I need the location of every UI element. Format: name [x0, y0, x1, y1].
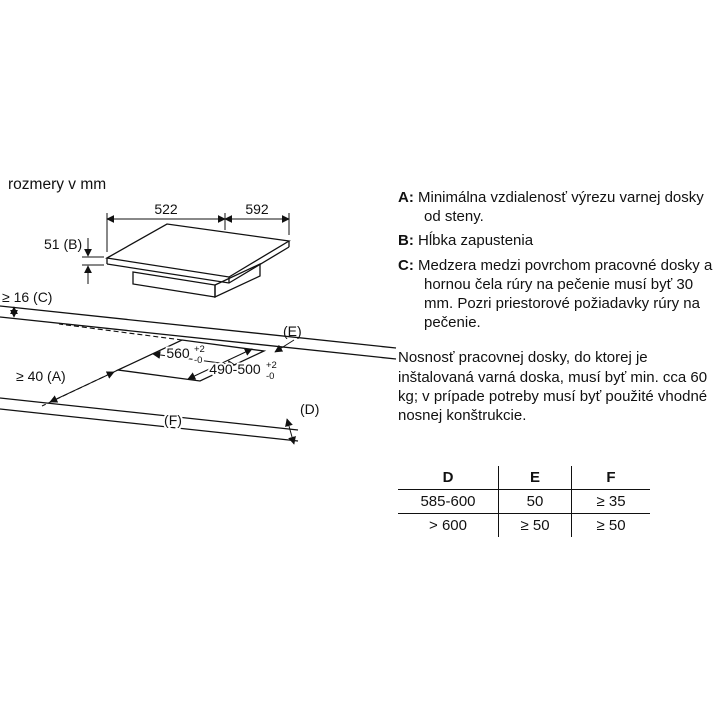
installation-diagram: 522 592 51 (B) ≥ 16 (C) ≥ 40 (A) (E): [0, 201, 397, 445]
load-capacity-note: Nosnosť pracovnej dosky, do ktorej je in…: [398, 349, 708, 424]
worktop-front-edge: [0, 397, 299, 442]
cell-e2: ≥ 50: [498, 513, 572, 537]
cutout-width-label: 560: [166, 345, 190, 361]
page-title: rozmery v mm: [8, 176, 107, 193]
cell-f1: ≥ 35: [571, 489, 650, 514]
dim-b-label: 51 (B): [44, 236, 82, 252]
cutout-depth-tol-up: +2: [266, 360, 277, 371]
col-header-e: E: [498, 466, 572, 490]
note-a: A: Minimálna vzdialenosť výrezu varnej d…: [398, 188, 716, 226]
col-header-d: D: [398, 466, 499, 490]
table-header-row: D E F: [398, 466, 650, 490]
dim-b: 51 (B): [44, 236, 104, 284]
dim-a-label: ≥ 40 (A): [16, 368, 66, 384]
dim-cutout-depth: 490-500 +2 -0: [187, 348, 279, 384]
dim-a: ≥ 40 (A): [16, 368, 115, 403]
note-b-label: B:: [398, 232, 414, 250]
note-a-label: A:: [398, 189, 414, 206]
dim-d-label: (D): [300, 401, 319, 417]
cutout-width-tol-down: -0: [194, 355, 202, 366]
dim-f-label: (F): [164, 412, 182, 428]
cell-d2: > 600: [398, 513, 499, 537]
worktop-rear-edge: [0, 305, 397, 360]
cutout-depth-tol-down: -0: [266, 371, 274, 382]
table-row: > 600 ≥ 50 ≥ 50: [398, 513, 650, 537]
table-row: 585-600 50 ≥ 35: [398, 489, 650, 514]
dim-width-label: 592: [245, 201, 269, 217]
notes-panel: A: Minimálna vzdialenosť výrezu varnej d…: [398, 188, 716, 425]
cutout-outline: [115, 339, 267, 382]
col-header-f: F: [571, 466, 650, 490]
note-b-text: Hĺbka zapustenia: [418, 232, 534, 250]
dimension-table: D E F 585-600 50 ≥ 35 > 600 ≥ 50 ≥ 50: [398, 466, 650, 537]
dim-depth-label: 522: [154, 201, 178, 217]
note-b: B: Hĺbka zapustenia: [398, 231, 716, 250]
cutout-depth-label: 490-500: [209, 361, 261, 377]
cell-d1: 585-600: [398, 489, 499, 514]
note-c-label: C:: [398, 256, 414, 274]
top-dimensions: 522 592: [106, 201, 290, 252]
note-a-text: Minimálna vzdialenosť výrezu varnej dosk…: [418, 189, 704, 226]
cutout-width-tol-up: +2: [194, 344, 205, 355]
dim-e-label: (E): [283, 323, 302, 339]
note-c-text: Medzera medzi povrchom pracovné dosky a …: [418, 256, 713, 332]
cell-f2: ≥ 50: [596, 517, 626, 534]
cell-e1: 50: [498, 489, 572, 514]
dim-e: (E): [274, 323, 302, 353]
dim-c-label: ≥ 16 (C): [2, 289, 52, 305]
note-c: C: Medzera medzi povrchom pracovné dosky…: [398, 256, 716, 333]
cooktop-drawing: [105, 223, 291, 299]
dim-c: ≥ 16 (C): [2, 289, 52, 318]
projection-lines: [41, 323, 183, 407]
dim-d: (D): [285, 401, 319, 445]
